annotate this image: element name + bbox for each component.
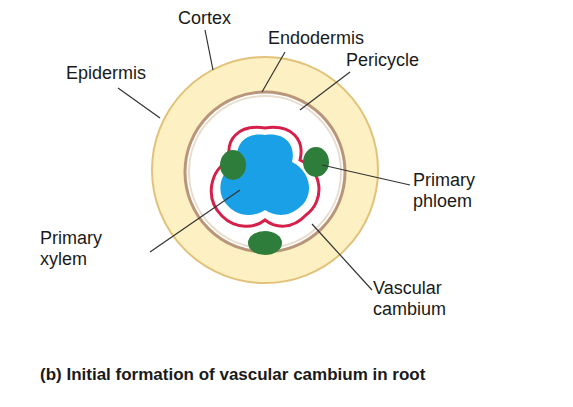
- part-label: Primary phloem: [413, 170, 503, 212]
- endodermis-ring: [185, 92, 345, 252]
- part-label: Pericycle: [346, 50, 446, 71]
- part-label: Primary xylem: [40, 228, 130, 270]
- part-label: Cortex: [178, 8, 268, 29]
- leader-line: [262, 52, 285, 92]
- part-label: Vascular cambium: [373, 278, 473, 320]
- leader-line: [118, 88, 160, 118]
- leader-line: [300, 72, 350, 110]
- phloem-patch: [220, 150, 246, 180]
- leader-line: [322, 165, 410, 185]
- pericycle-ring: [189, 96, 341, 248]
- primary-xylem: [220, 135, 309, 215]
- leader-line: [150, 190, 240, 252]
- part-label: Epidermis: [66, 63, 166, 84]
- part-label: Endodermis: [268, 28, 388, 49]
- vascular-cambium-line: [211, 127, 319, 226]
- phloem-patch: [248, 231, 282, 255]
- figure-caption: (b) Initial formation of vascular cambiu…: [40, 365, 425, 385]
- leader-line: [312, 224, 372, 290]
- leader-line: [205, 30, 213, 70]
- phloem-patch: [303, 147, 329, 177]
